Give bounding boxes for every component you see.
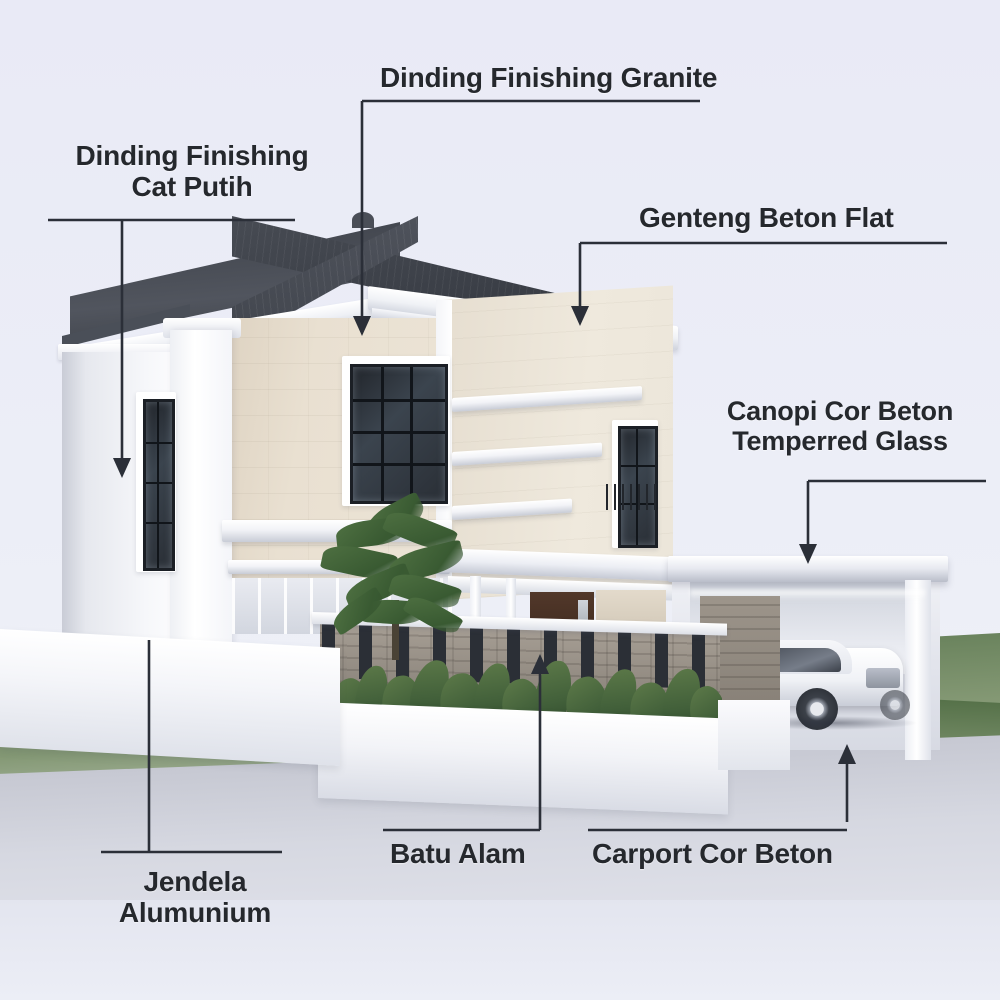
callout-label-granite: Dinding Finishing Granite <box>380 62 800 93</box>
callout-label-canopi: Canopi Cor Beton Temperred Glass <box>690 396 990 456</box>
callout-label-carport: Carport Cor Beton <box>592 838 922 869</box>
callout-line: Dinding Finishing Granite <box>380 62 718 93</box>
foreground-pavement <box>0 900 1000 1000</box>
car-wheel-front <box>796 688 838 730</box>
callout-label-jendela: Jendela Alumunium <box>50 866 340 929</box>
roof-ridge-cap <box>352 212 374 228</box>
porch-column-2 <box>506 578 516 648</box>
callout-label-batu-alam: Batu Alam <box>390 838 590 869</box>
canopy-post <box>905 580 931 760</box>
aluminium-window-main[interactable] <box>350 364 448 504</box>
callout-line: Dinding Finishing <box>75 140 309 171</box>
tree-trunk <box>392 600 399 660</box>
white-corner-column <box>170 330 232 660</box>
front-wall-right <box>318 702 728 815</box>
callout-line: Jendela <box>143 866 247 897</box>
callout-line: Batu Alam <box>390 838 526 869</box>
callout-line: Canopi Cor Beton <box>726 396 954 426</box>
callout-label-genteng: Genteng Beton Flat <box>639 202 999 233</box>
front-wall-pier-right <box>718 700 790 770</box>
callout-line: Genteng Beton Flat <box>639 202 894 233</box>
callout-line: Temperred Glass <box>732 426 948 457</box>
balcony-railing-right <box>606 484 658 510</box>
car-wheel-rear <box>880 690 910 720</box>
concrete-canopy <box>668 556 948 582</box>
car-grille <box>866 668 900 688</box>
canopy-downlight-glow <box>690 590 925 600</box>
callout-label-cat-putih: Dinding Finishing Cat Putih <box>42 140 342 203</box>
callout-line: Carport Cor Beton <box>592 838 833 869</box>
car-shadow <box>748 716 918 730</box>
callout-line: Alumunium <box>118 897 272 929</box>
front-wall-left <box>0 628 340 766</box>
tree-foliage <box>318 491 488 650</box>
porch-column-1 <box>470 576 481 648</box>
aluminium-window-left[interactable] <box>143 399 175 571</box>
callout-line: Cat Putih <box>131 171 253 203</box>
